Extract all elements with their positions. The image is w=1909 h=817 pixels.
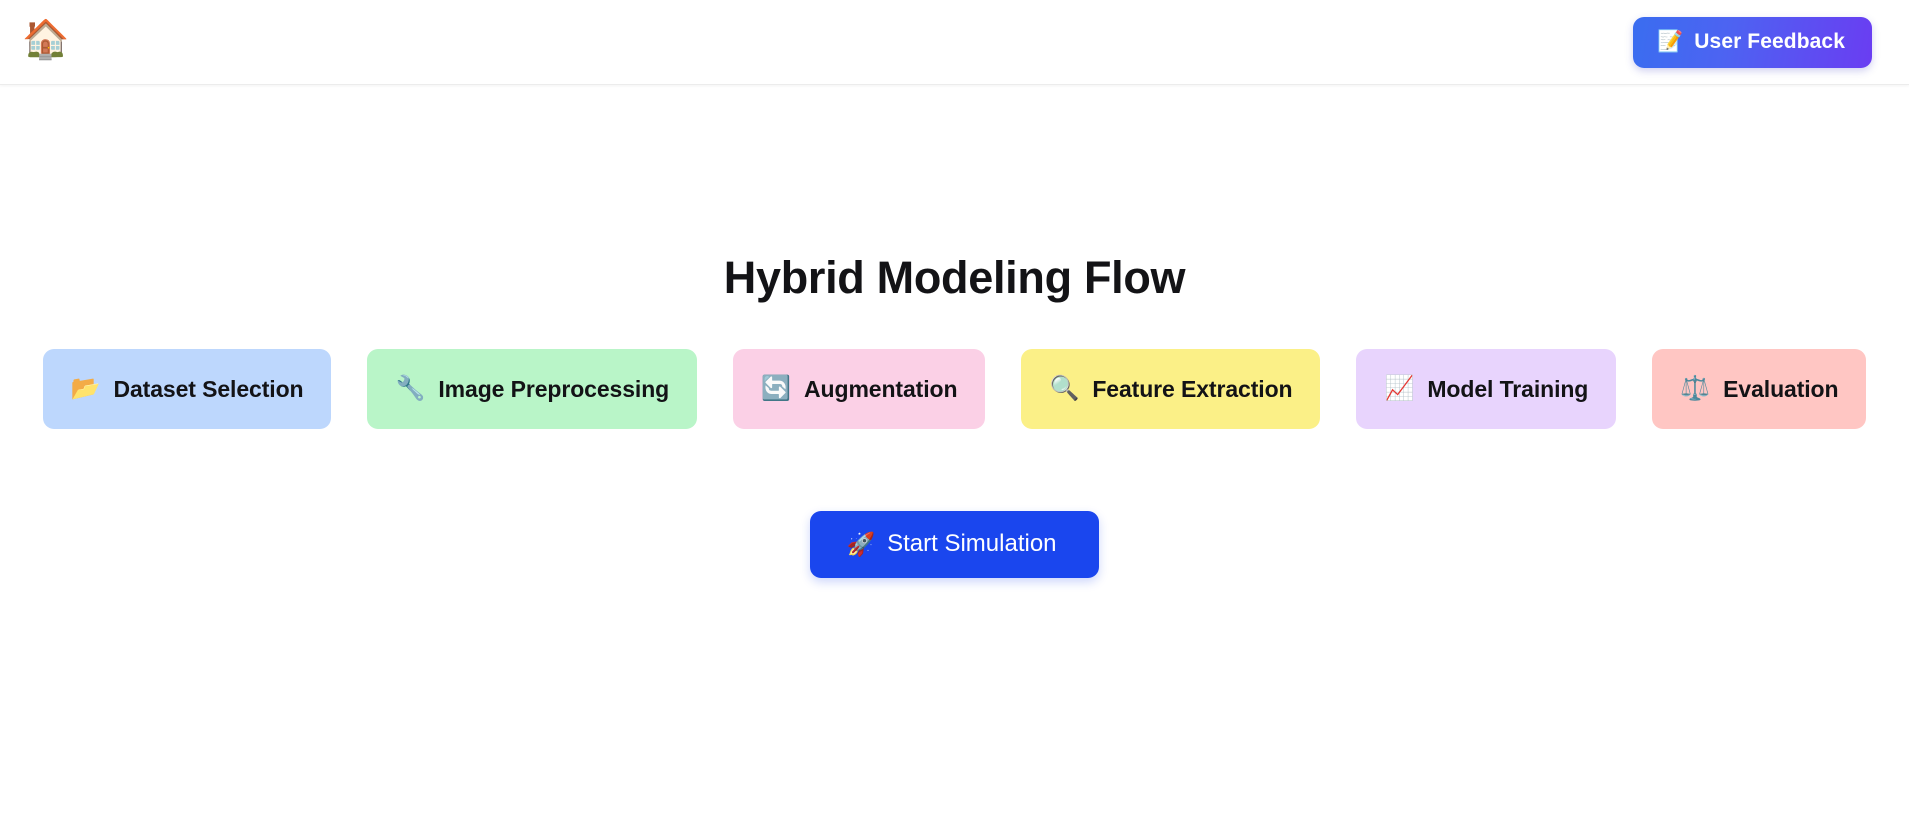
pipeline-stage-row: 📂 Dataset Selection 🔧 Image Preprocessin… — [0, 349, 1909, 429]
folder-icon: 📂 — [70, 375, 101, 402]
start-simulation-label: Start Simulation — [887, 530, 1057, 557]
stage-label: Augmentation — [804, 375, 958, 402]
stage-card-dataset-selection[interactable]: 📂 Dataset Selection — [42, 349, 332, 429]
magnifying-glass-icon: 🔍 — [1049, 375, 1080, 402]
stage-label: Evaluation — [1723, 375, 1839, 402]
main-content: Hybrid Modeling Flow 📂 Dataset Selection… — [0, 85, 1909, 817]
rocket-icon: 🚀 — [846, 530, 876, 557]
chart-increasing-icon: 📈 — [1384, 375, 1415, 402]
home-icon[interactable]: 🏠 — [22, 19, 70, 61]
balance-scale-icon: ⚖️ — [1680, 375, 1711, 402]
stage-card-feature-extraction[interactable]: 🔍 Feature Extraction — [1021, 349, 1321, 429]
start-simulation-row: 🚀 Start Simulation — [0, 511, 1909, 578]
stage-label: Model Training — [1427, 375, 1589, 402]
stage-card-augmentation[interactable]: 🔄 Augmentation — [733, 349, 986, 429]
refresh-icon: 🔄 — [761, 375, 792, 402]
wrench-icon: 🔧 — [395, 375, 426, 402]
app-header: 🏠 📝 User Feedback — [0, 0, 1909, 85]
stage-card-image-preprocessing[interactable]: 🔧 Image Preprocessing — [367, 349, 698, 429]
page-title: Hybrid Modeling Flow — [723, 252, 1186, 303]
start-simulation-button[interactable]: 🚀 Start Simulation — [810, 511, 1099, 578]
memo-icon: 📝 — [1657, 30, 1684, 53]
user-feedback-button[interactable]: 📝 User Feedback — [1633, 16, 1872, 68]
user-feedback-label: User Feedback — [1694, 29, 1845, 53]
stage-label: Dataset Selection — [113, 375, 304, 402]
stage-card-evaluation[interactable]: ⚖️ Evaluation — [1652, 349, 1867, 429]
stage-label: Feature Extraction — [1092, 375, 1293, 402]
stage-label: Image Preprocessing — [438, 375, 670, 402]
stage-card-model-training[interactable]: 📈 Model Training — [1356, 349, 1617, 429]
